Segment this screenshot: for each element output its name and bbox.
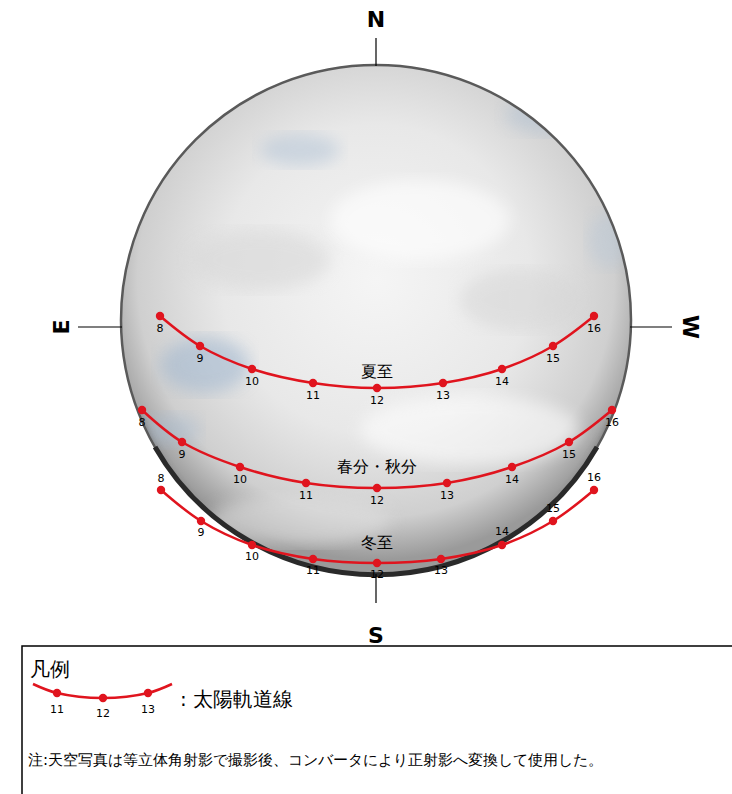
hour-dot — [590, 312, 598, 320]
hour-label: 14 — [505, 474, 519, 486]
hour-label: 13 — [440, 490, 454, 502]
cloud-texture — [110, 95, 640, 600]
hour-dot — [178, 438, 186, 446]
note-caption: 注:天空写真は等立体角射影で撮影後、コンバータにより正射影へ変換して使用した。 — [28, 752, 603, 769]
season-label: 夏至 — [361, 363, 393, 381]
hour-dot — [99, 694, 107, 702]
hour-label: 12 — [370, 495, 384, 507]
hour-dot — [309, 555, 317, 563]
hour-dot — [156, 312, 164, 320]
hour-label: 12 — [370, 569, 384, 581]
hour-label: 11 — [299, 490, 313, 502]
horizon-rim — [155, 447, 597, 575]
hour-label: 10 — [245, 551, 259, 563]
hour-label: 13 — [434, 565, 448, 577]
hour-dot — [157, 486, 165, 494]
hour-dot — [549, 342, 557, 350]
hour-dot — [443, 479, 451, 487]
hour-label: 16 — [587, 472, 601, 484]
hour-label: 13 — [436, 390, 450, 402]
hour-dot — [373, 384, 381, 392]
legend-text: : 太陽軌道線 — [180, 688, 293, 710]
hour-dot — [608, 406, 616, 414]
hour-label: 15 — [546, 503, 560, 515]
hour-label: 16 — [587, 323, 601, 335]
hour-label: 13 — [141, 704, 155, 716]
hour-dot — [498, 365, 506, 373]
hour-label: 14 — [495, 526, 509, 538]
hour-label: 9 — [179, 449, 186, 461]
hour-label: 11 — [306, 390, 320, 402]
hour-label: 10 — [245, 376, 259, 388]
hour-dot — [498, 541, 506, 549]
hour-label: 10 — [233, 474, 247, 486]
sun-path-lines — [33, 312, 616, 702]
compass-ticks — [78, 38, 672, 603]
hour-label: 12 — [96, 708, 110, 720]
hour-dot — [197, 517, 205, 525]
hour-dot — [309, 379, 317, 387]
hour-label: 9 — [197, 353, 204, 365]
hour-label: 11 — [50, 704, 64, 716]
hour-label: 12 — [370, 395, 384, 407]
season-label: 春分・秋分 — [337, 458, 417, 476]
hour-dot — [248, 541, 256, 549]
hour-dot — [144, 689, 152, 697]
hour-label: 11 — [306, 565, 320, 577]
hour-dot — [302, 479, 310, 487]
hour-label: 8 — [139, 417, 146, 429]
legend-heading: 凡例 — [30, 658, 70, 680]
hour-label: 15 — [546, 353, 560, 365]
hour-dot — [236, 463, 244, 471]
hour-dot — [508, 463, 516, 471]
hour-dot — [373, 484, 381, 492]
hour-label: 8 — [158, 473, 165, 485]
sun-path-line — [160, 316, 594, 388]
hour-dot — [196, 342, 204, 350]
sun-path-line — [161, 490, 594, 563]
hour-dot — [590, 486, 598, 494]
season-label: 冬至 — [361, 534, 393, 552]
sky-disc — [121, 65, 631, 575]
legend-frame — [22, 646, 732, 794]
hour-label: 9 — [198, 527, 205, 539]
hour-dot — [437, 555, 445, 563]
hour-label: 16 — [605, 417, 619, 429]
sun-path-line — [142, 410, 612, 488]
hour-label: 14 — [495, 376, 509, 388]
hour-dot — [138, 406, 146, 414]
hour-dot — [565, 438, 573, 446]
hour-dot — [439, 379, 447, 387]
hour-dot — [53, 689, 61, 697]
hour-dot — [248, 365, 256, 373]
compass-label: W — [678, 315, 702, 339]
compass-label: S — [368, 624, 384, 648]
compass-label: N — [367, 8, 385, 32]
hour-label: 8 — [157, 323, 164, 335]
compass-label: E — [50, 319, 74, 334]
hour-dot — [373, 559, 381, 567]
hour-dot — [549, 517, 557, 525]
hour-label: 15 — [562, 449, 576, 461]
